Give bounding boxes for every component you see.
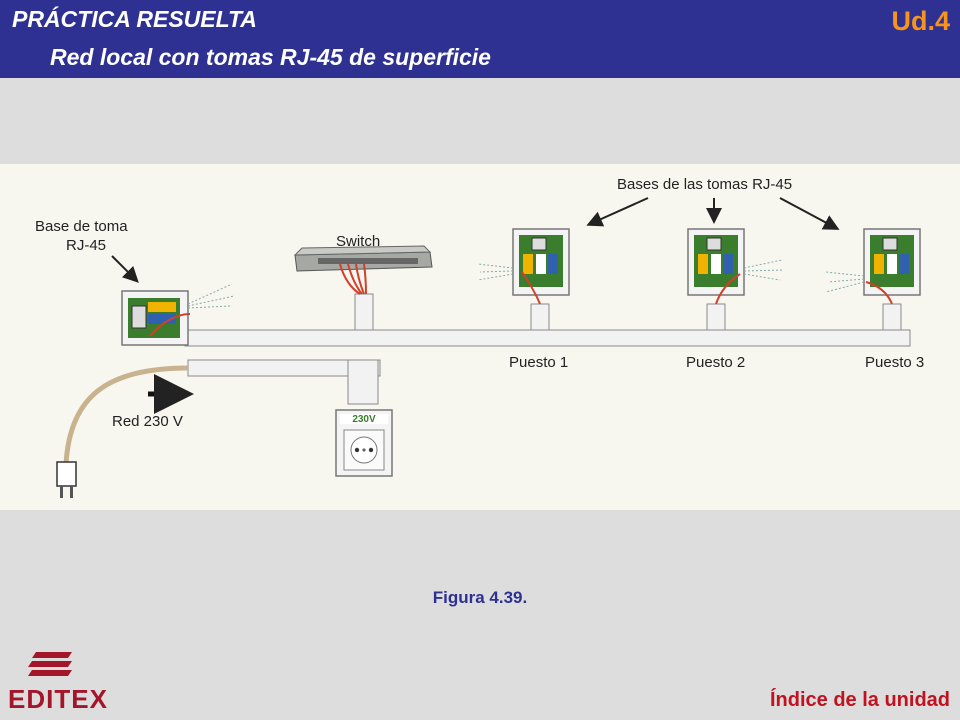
power-socket <box>335 409 393 477</box>
editex-logo: EDITEX <box>8 648 108 714</box>
unit-label: Ud.4 <box>891 6 950 36</box>
outlet-puesto-3 <box>825 228 921 305</box>
label-puesto-2: Puesto 2 <box>686 354 745 371</box>
slide-title: PRÁCTICA RESUELTA <box>12 6 257 32</box>
label-base-line2: RJ-45 <box>66 237 106 254</box>
arrow-to-outlet-3 <box>779 197 840 230</box>
network-diagram: 230V Base de toma RJ-45 Switch Bases de … <box>0 164 960 510</box>
label-puesto-1: Puesto 1 <box>509 354 568 371</box>
main-raceway <box>184 293 911 405</box>
logo-text: EDITEX <box>8 684 108 712</box>
label-puesto-3: Puesto 3 <box>865 354 924 371</box>
figure-caption: Figura 4.39. <box>432 588 528 607</box>
network-switch <box>293 245 433 295</box>
label-switch: Switch <box>336 233 380 250</box>
unit-index-link[interactable]: Índice de la unidad <box>769 689 950 711</box>
label-red-230: Red 230 V <box>112 413 183 430</box>
label-bases: Bases de las tomas RJ-45 <box>617 176 792 193</box>
outlet-puesto-2 <box>687 228 785 305</box>
power-cord <box>56 365 189 498</box>
outlet-puesto-1 <box>477 228 570 305</box>
socket-voltage-label: 230V <box>352 414 376 425</box>
arrow-to-left-outlet <box>111 255 139 283</box>
header-bar: PRÁCTICA RESUELTA Red local con tomas RJ… <box>0 0 960 78</box>
label-base-line1: Base de toma <box>35 218 128 235</box>
book-stack-icon <box>28 652 72 676</box>
slide-subtitle: Red local con tomas RJ-45 de superficie <box>50 44 491 70</box>
left-rj45-outlet <box>121 283 235 346</box>
arrow-to-outlet-1 <box>586 197 649 227</box>
